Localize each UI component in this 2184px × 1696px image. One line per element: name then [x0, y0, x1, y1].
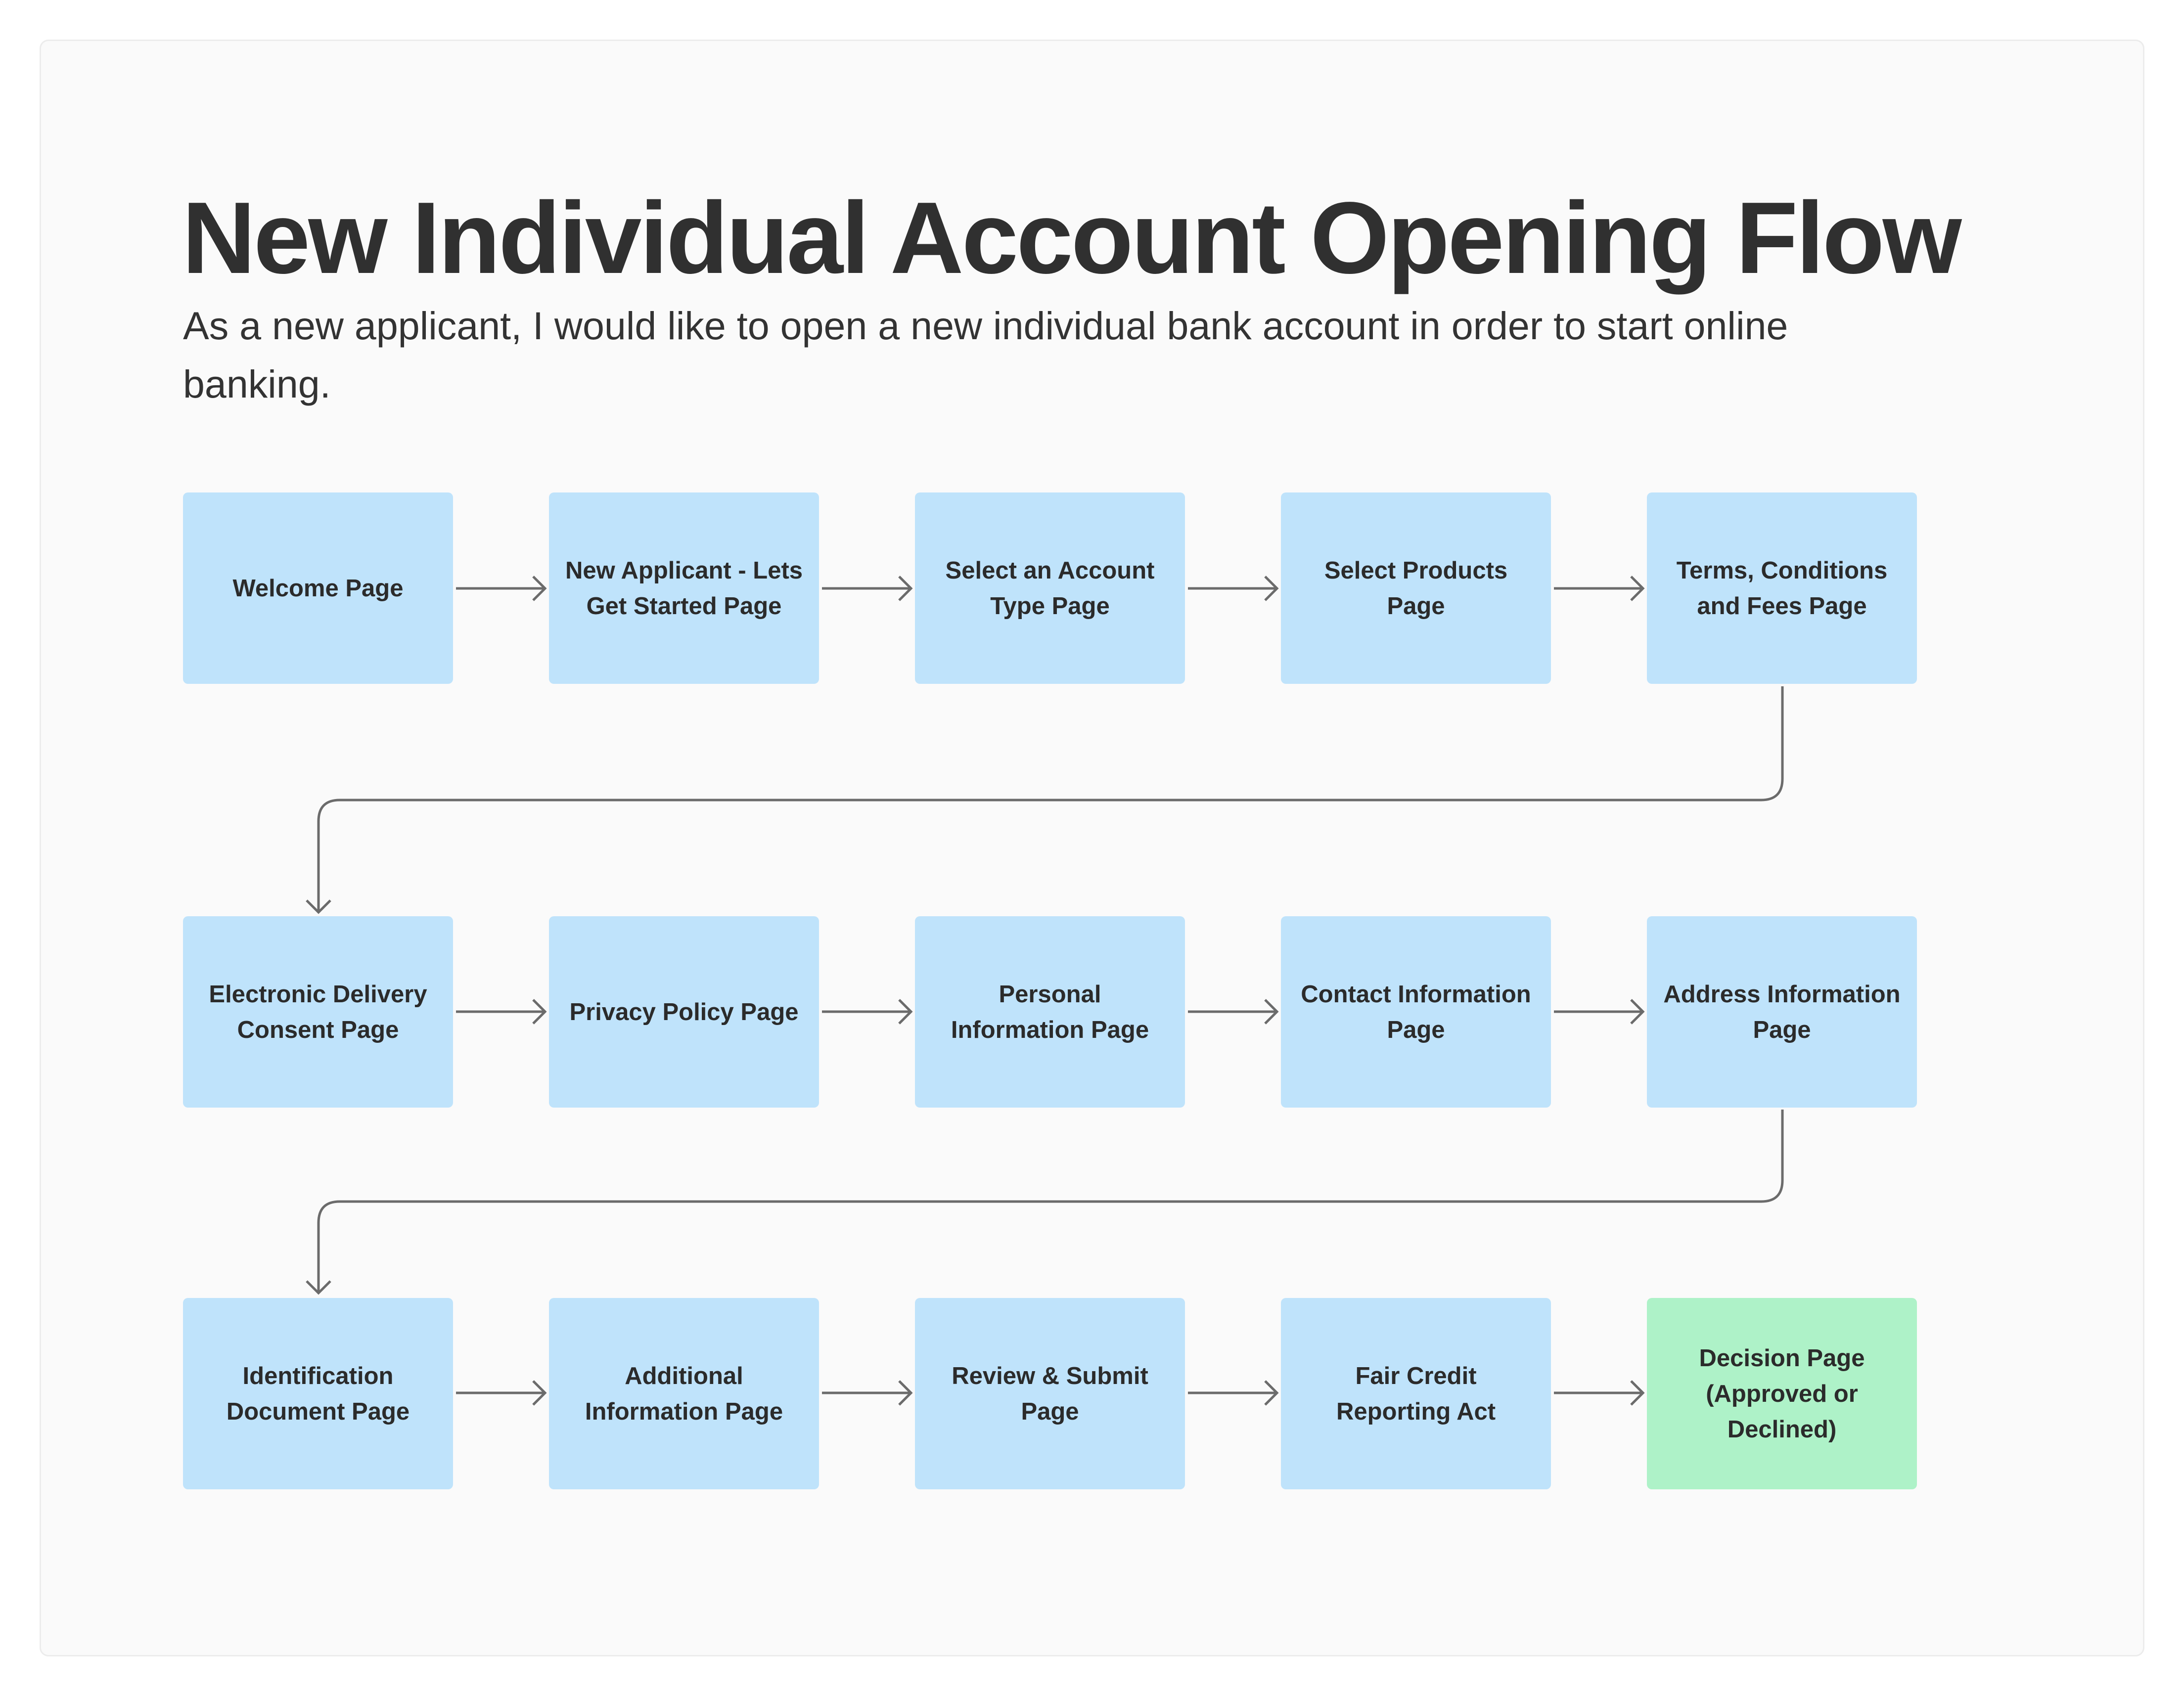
node-label: Additional Information Page: [585, 1362, 783, 1425]
node-label: Personal Information Page: [951, 981, 1149, 1043]
node-label: Contact Information Page: [1301, 981, 1531, 1043]
node-label: Fair Credit Reporting Act: [1336, 1362, 1496, 1425]
node-identification-document-page: Identification Document Page: [183, 1298, 453, 1489]
node-address-information-page: Address Information Page: [1647, 916, 1917, 1108]
node-label: Welcome Page: [232, 575, 404, 602]
node-label: Identification Document Page: [226, 1362, 410, 1425]
node-label: New Applicant - Lets Get Started Page: [565, 557, 803, 620]
node-label: Privacy Policy Page: [569, 998, 799, 1026]
node-label: Decision Page (Approved or Declined): [1699, 1344, 1865, 1443]
node-fair-credit-reporting-act: Fair Credit Reporting Act: [1281, 1298, 1551, 1489]
node-label: Review & Submit Page: [952, 1362, 1148, 1425]
node-label: Select Products Page: [1324, 557, 1508, 620]
node-select-account-type-page: Select an Account Type Page: [915, 492, 1185, 684]
node-label: Select an Account Type Page: [945, 557, 1155, 620]
node-electronic-delivery-consent-page: Electronic Delivery Consent Page: [183, 916, 453, 1108]
node-label: Electronic Delivery Consent Page: [209, 981, 427, 1043]
page-subtitle: As a new applicant, I would like to open…: [183, 304, 1788, 406]
node-personal-information-page: Personal Information Page: [915, 916, 1185, 1108]
node-welcome-page: Welcome Page: [183, 492, 453, 684]
node-select-products-page: Select Products Page: [1281, 492, 1551, 684]
node-label: Address Information Page: [1663, 981, 1901, 1043]
node-terms-conditions-fees-page: Terms, Conditions and Fees Page: [1647, 492, 1917, 684]
node-review-submit-page: Review & Submit Page: [915, 1298, 1185, 1489]
node-privacy-policy-page: Privacy Policy Page: [549, 916, 819, 1108]
node-decision-page: Decision Page (Approved or Declined): [1647, 1298, 1917, 1489]
node-label: Terms, Conditions and Fees Page: [1676, 557, 1888, 620]
node-new-applicant-page: New Applicant - Lets Get Started Page: [549, 492, 819, 684]
page-title: New Individual Account Opening Flow: [182, 181, 1962, 295]
node-additional-information-page: Additional Information Page: [549, 1298, 819, 1489]
node-contact-information-page: Contact Information Page: [1281, 916, 1551, 1108]
